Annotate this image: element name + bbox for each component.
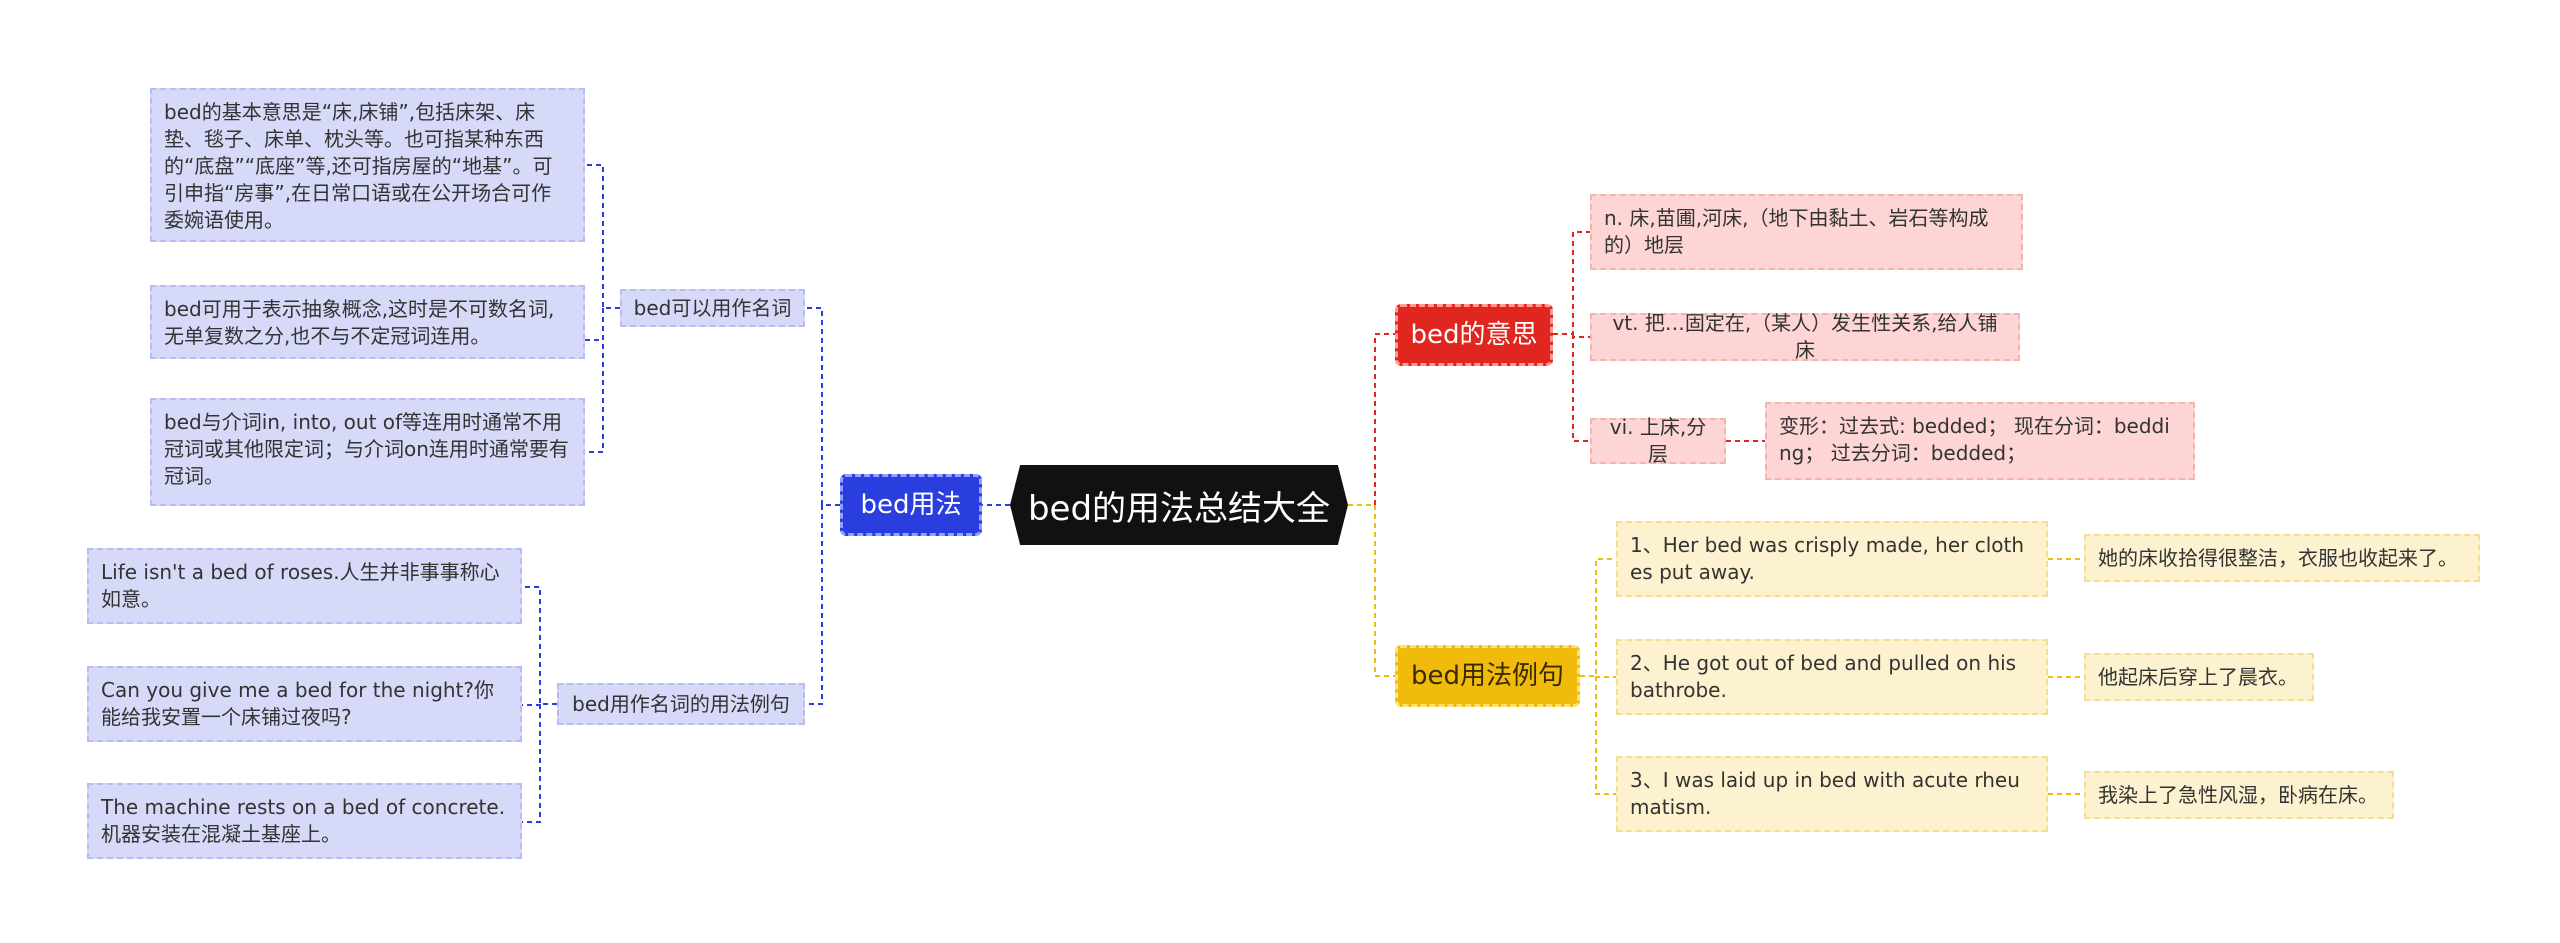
- example-item-1-text: Life isn't a bed of roses.人生并非事事称心如意。: [101, 560, 500, 611]
- meaning-item-noun-text: n. 床,苗圃,河床,（地下由黏土、岩石等构成的）地层: [1604, 206, 1989, 257]
- meaning-item-noun[interactable]: n. 床,苗圃,河床,（地下由黏土、岩石等构成的）地层: [1590, 194, 2023, 270]
- link-sentence-items: [1580, 558, 1616, 795]
- sentence-3-en[interactable]: 3、I was laid up in bed with acute rheuma…: [1616, 756, 2048, 832]
- root-title: bed的用法总结大全: [1027, 488, 1331, 529]
- branch-meaning-label: bed的意思: [1410, 319, 1538, 350]
- sentence-2-zh-text: 他起床后穿上了晨衣。: [2098, 664, 2298, 689]
- link-noun-group-items: [585, 164, 620, 453]
- noun-group-label: bed可以用作名词: [633, 295, 792, 320]
- link-sentence-translations: [2048, 558, 2084, 795]
- link-root-meaning: [1348, 333, 1395, 506]
- noun-item-2-text: bed可用于表示抽象概念,这时是不可数名词,无单复数之分,也不与不定冠词连用。: [164, 297, 555, 348]
- link-root-sentences: [1348, 504, 1395, 677]
- branch-sentences[interactable]: bed用法例句: [1395, 645, 1580, 707]
- noun-item-3-text: bed与介词in, into, out of等连用时通常不用冠词或其他限定词；与…: [164, 410, 569, 488]
- link-meaning-items: [1553, 231, 1590, 442]
- sentence-2-en-text: 2、He got out of bed and pulled on his ba…: [1630, 651, 2017, 702]
- root-topic[interactable]: bed的用法总结大全: [1010, 465, 1348, 545]
- example-item-3-text: The machine rests on a bed of concrete.机…: [101, 795, 506, 846]
- branch-usage[interactable]: bed用法: [840, 474, 982, 536]
- branch-usage-label: bed用法: [860, 489, 962, 520]
- example-item-2[interactable]: Can you give me a bed for the night?你能给我…: [87, 666, 522, 742]
- meaning-forms[interactable]: 变形：过去式: bedded； 现在分词：bedding； 过去分词：bedde…: [1765, 402, 2195, 480]
- branch-sentences-label: bed用法例句: [1410, 660, 1564, 691]
- link-usage-groups: [805, 307, 840, 705]
- link-example-group-items: [522, 586, 557, 823]
- noun-item-1[interactable]: bed的基本意思是“床,床铺”,包括床架、床垫、毯子、床单、枕头等。也可指某种东…: [150, 88, 585, 242]
- meaning-forms-text: 变形：过去式: bedded； 现在分词：bedding； 过去分词：bedde…: [1779, 414, 2170, 465]
- example-item-1[interactable]: Life isn't a bed of roses.人生并非事事称心如意。: [87, 548, 522, 624]
- branch-meaning[interactable]: bed的意思: [1395, 304, 1553, 366]
- example-item-3[interactable]: The machine rests on a bed of concrete.机…: [87, 783, 522, 859]
- example-item-2-text: Can you give me a bed for the night?你能给我…: [101, 678, 495, 729]
- sentence-1-zh-text: 她的床收拾得很整洁，衣服也收起来了。: [2098, 545, 2458, 570]
- noun-group-node[interactable]: bed可以用作名词: [620, 289, 805, 327]
- examples-group-node[interactable]: bed用作名词的用法例句: [557, 683, 805, 725]
- sentence-2-en[interactable]: 2、He got out of bed and pulled on his ba…: [1616, 639, 2048, 715]
- meaning-item-vt[interactable]: vt. 把…固定在,（某人）发生性关系,给人铺床: [1590, 311, 2020, 362]
- meaning-item-vt-text: vt. 把…固定在,（某人）发生性关系,给人铺床: [1612, 311, 1998, 362]
- sentence-3-en-text: 3、I was laid up in bed with acute rheuma…: [1630, 768, 2020, 819]
- noun-item-2[interactable]: bed可用于表示抽象概念,这时是不可数名词,无单复数之分,也不与不定冠词连用。: [150, 285, 585, 359]
- sentence-1-en-text: 1、Her bed was crisply made, her clothes …: [1630, 533, 2025, 584]
- sentence-1-zh[interactable]: 她的床收拾得很整洁，衣服也收起来了。: [2084, 534, 2480, 582]
- sentence-3-zh[interactable]: 我染上了急性风湿，卧病在床。: [2084, 771, 2394, 819]
- noun-item-3[interactable]: bed与介词in, into, out of等连用时通常不用冠词或其他限定词；与…: [150, 398, 585, 506]
- meaning-item-vi-text: vi. 上床,分层: [1609, 415, 1707, 466]
- sentence-1-en[interactable]: 1、Her bed was crisply made, her clothes …: [1616, 521, 2048, 597]
- noun-item-1-text: bed的基本意思是“床,床铺”,包括床架、床垫、毯子、床单、枕头等。也可指某种东…: [164, 100, 553, 232]
- sentence-2-zh[interactable]: 他起床后穿上了晨衣。: [2084, 653, 2314, 701]
- sentence-3-zh-text: 我染上了急性风湿，卧病在床。: [2098, 782, 2378, 807]
- examples-group-label: bed用作名词的用法例句: [572, 691, 790, 716]
- meaning-item-vi[interactable]: vi. 上床,分层: [1590, 415, 1726, 466]
